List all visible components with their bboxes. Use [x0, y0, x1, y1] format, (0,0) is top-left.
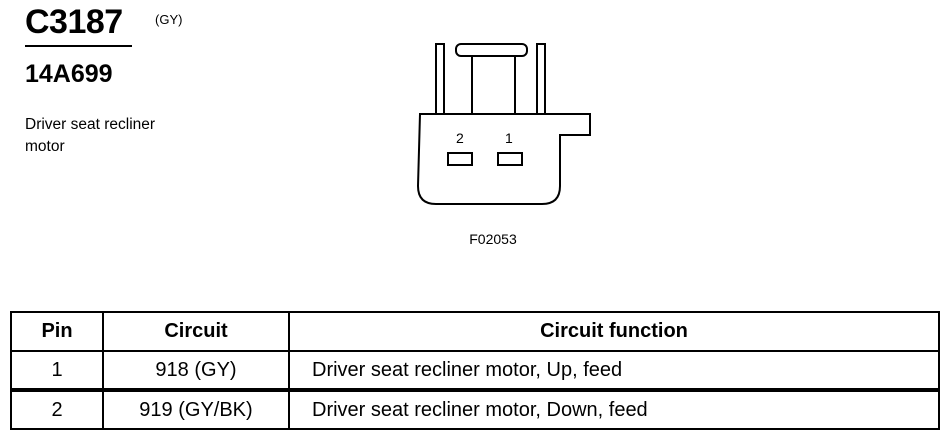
circuit-cell: 918 (GY) — [102, 350, 290, 392]
left-latch-arm — [435, 43, 445, 115]
circuit-cell: 919 (GY/BK) — [102, 389, 290, 430]
table-header-row: Pin Circuit Circuit function — [10, 311, 940, 352]
header-pin: Pin — [10, 311, 104, 352]
circuit-function-cell: Driver seat recliner motor, Up, feed — [288, 350, 940, 392]
pinout-table: Pin Circuit Circuit function 1 918 (GY) … — [10, 311, 940, 430]
header-circuit: Circuit — [102, 311, 290, 352]
circuit-function-cell: Driver seat recliner motor, Down, feed — [288, 389, 940, 430]
connector-face-diagram: 2 1 — [416, 43, 591, 205]
right-latch-arm — [536, 43, 546, 115]
part-number: 14A699 — [25, 60, 113, 88]
terminal-cavity-2 — [447, 152, 473, 166]
figure-code: F02053 — [469, 231, 517, 247]
table-row: 2 919 (GY/BK) Driver seat recliner motor… — [10, 389, 940, 430]
connector-description: Driver seat recliner motor — [25, 116, 156, 155]
locking-tab-cap — [455, 43, 528, 57]
header-circuit-function: Circuit function — [288, 311, 940, 352]
pin-cell: 2 — [10, 389, 104, 430]
terminal-cavity-1 — [497, 152, 523, 166]
pin-label-2: 2 — [456, 130, 464, 146]
table-row: 1 918 (GY) Driver seat recliner motor, U… — [10, 350, 940, 392]
locking-tab — [471, 55, 516, 115]
connector-color: (GY) — [155, 12, 183, 27]
pin-label-1: 1 — [505, 130, 513, 146]
connector-id-underline — [25, 45, 132, 47]
connector-id: C3187 — [25, 3, 123, 41]
pin-cell: 1 — [10, 350, 104, 392]
